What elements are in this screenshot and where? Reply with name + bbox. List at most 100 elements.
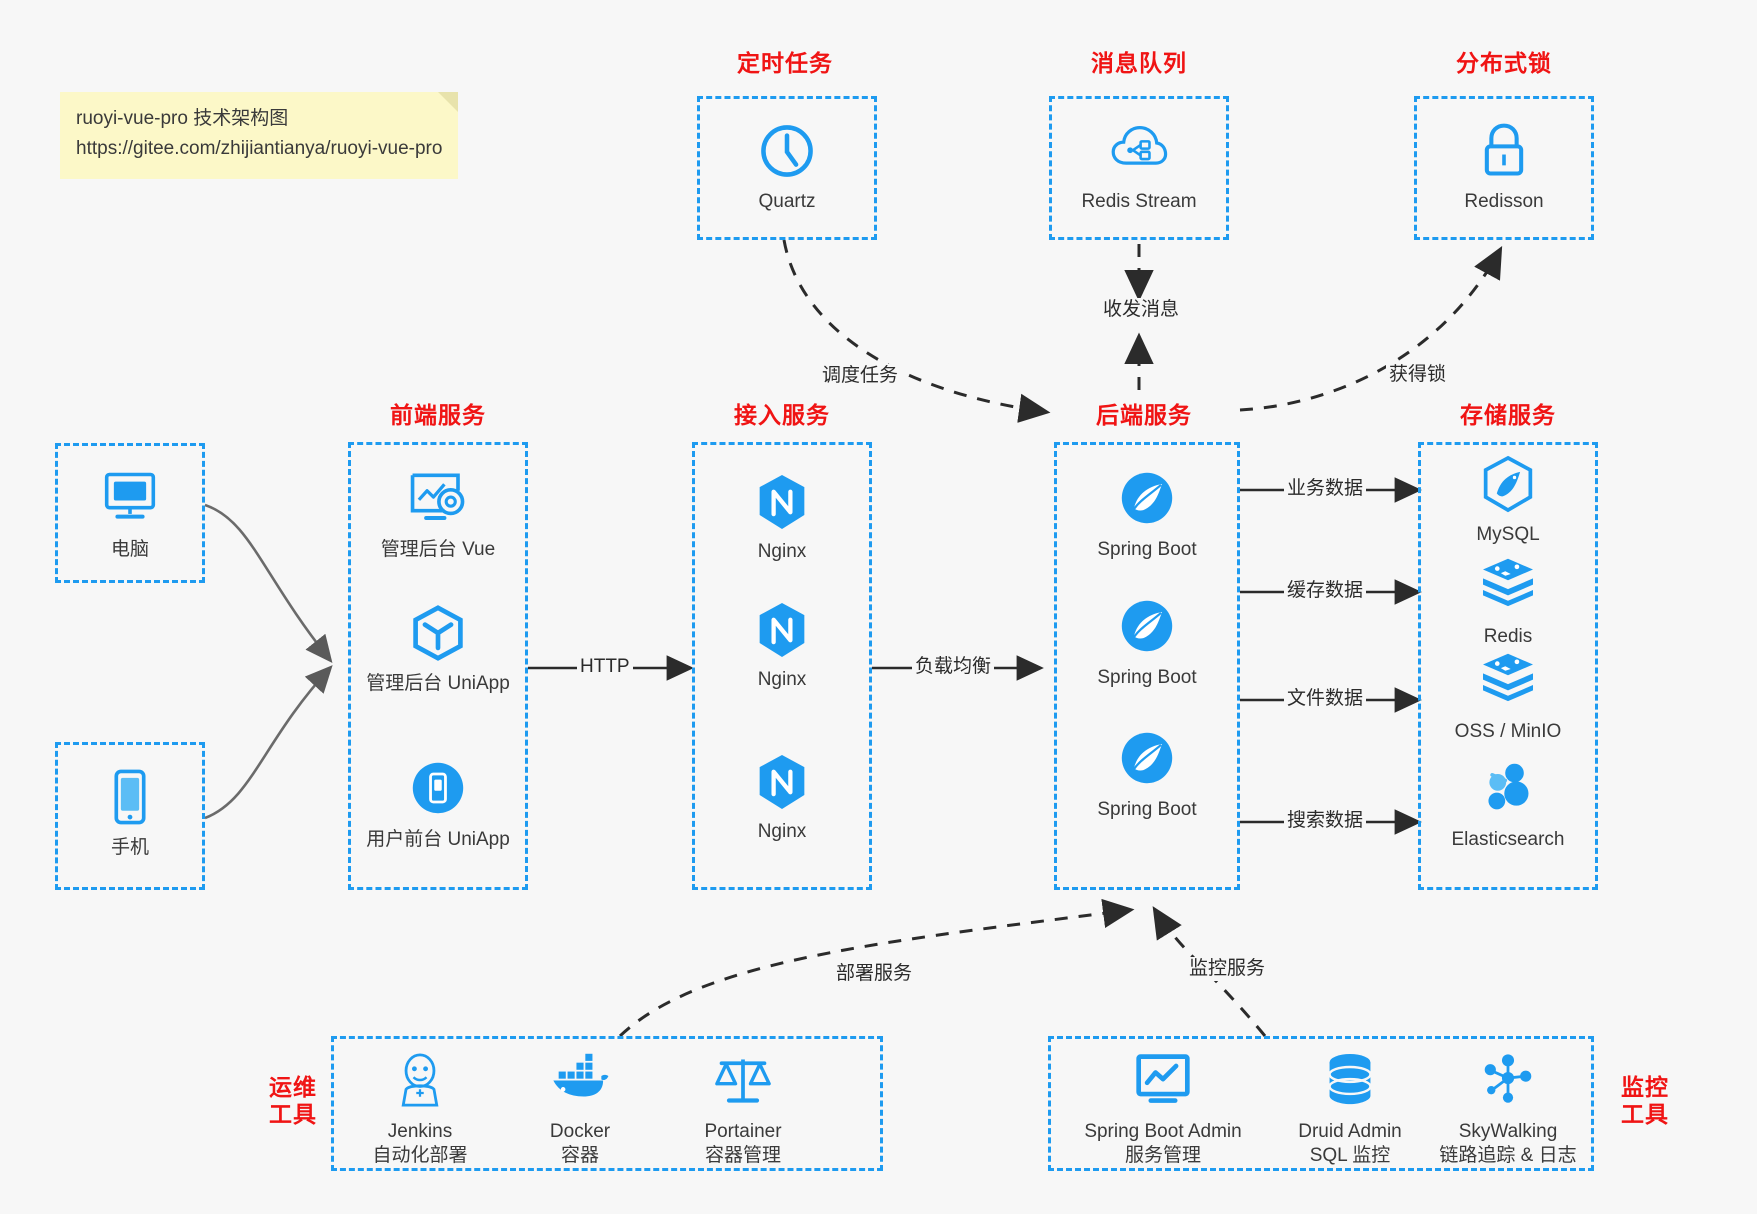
node-redisson[interactable]: Redisson xyxy=(1429,122,1579,214)
connector-label-http: HTTP xyxy=(577,655,633,679)
node-label: 电脑 xyxy=(110,539,149,560)
node-admin-uniapp[interactable]: 管理后台 UniApp xyxy=(363,604,513,696)
node-docker[interactable]: Docker 容器 xyxy=(505,1052,655,1169)
node-spring-boot-3[interactable]: Spring Boot xyxy=(1072,730,1222,822)
desktop-icon xyxy=(55,470,205,532)
node-spring-boot-admin[interactable]: Spring Boot Admin 服务管理 xyxy=(1068,1052,1258,1169)
node-label: 用户前台 UniApp xyxy=(366,829,510,850)
node-quartz[interactable]: Quartz xyxy=(712,122,862,214)
group-title-mq: 消息队列 xyxy=(1091,50,1187,76)
node-label: Docker xyxy=(549,1121,611,1142)
redis-stack-icon xyxy=(1433,557,1583,619)
node-label: Nginx xyxy=(757,541,807,562)
spring-leaf-icon xyxy=(1072,470,1222,532)
node-sublabel: 容器管理 xyxy=(704,1145,781,1167)
scales-icon xyxy=(668,1052,818,1114)
node-jenkins[interactable]: Jenkins 自动化部署 xyxy=(345,1052,495,1169)
node-label: 管理后台 UniApp xyxy=(366,673,510,694)
connector-label-file-data: 文件数据 xyxy=(1284,687,1367,711)
group-box-phone xyxy=(55,742,205,890)
node-nginx-3[interactable]: Nginx xyxy=(707,752,857,844)
database-icon xyxy=(1270,1052,1430,1114)
node-skywalking[interactable]: SkyWalking 链路追踪 & 日志 xyxy=(1428,1052,1588,1169)
node-pc[interactable]: 电脑 xyxy=(55,470,205,562)
node-spring-boot-1[interactable]: Spring Boot xyxy=(1072,470,1222,562)
connector-label-deploy-service: 部署服务 xyxy=(833,962,916,986)
mysql-dolphin-icon xyxy=(1433,455,1583,517)
node-oss-minio[interactable]: OSS / MinIO xyxy=(1433,652,1583,744)
note-url: https://gitee.com/zhijiantianya/ruoyi-vu… xyxy=(76,138,443,160)
node-nginx-1[interactable]: Nginx xyxy=(707,472,857,564)
group-box-mq xyxy=(1049,96,1229,240)
node-elasticsearch[interactable]: Elasticsearch xyxy=(1433,760,1583,852)
node-label: Spring Boot Admin xyxy=(1084,1121,1242,1142)
group-title-frontend: 前端服务 xyxy=(390,402,486,428)
diagram-note: ruoyi-vue-pro 技术架构图 https://gitee.com/zh… xyxy=(60,92,458,179)
node-label: Quartz xyxy=(758,191,816,212)
node-label: Elasticsearch xyxy=(1451,829,1565,850)
connector-label-search-data: 搜索数据 xyxy=(1284,809,1367,833)
node-user-uniapp[interactable]: 用户前台 UniApp xyxy=(363,760,513,852)
group-title-lock: 分布式锁 xyxy=(1456,50,1552,76)
node-nginx-2[interactable]: Nginx xyxy=(707,600,857,692)
group-title-monitor-line1: 监控 xyxy=(1621,1074,1669,1100)
connector-label-load-balance: 负载均衡 xyxy=(912,655,995,679)
node-label: 手机 xyxy=(110,837,149,858)
group-title-monitor-line2: 工具 xyxy=(1621,1101,1669,1128)
group-box-frontend xyxy=(348,442,528,890)
mobile-icon xyxy=(55,768,205,830)
node-label: 管理后台 Vue xyxy=(380,539,496,560)
connector-label-business-data: 业务数据 xyxy=(1284,477,1367,501)
group-box-lock xyxy=(1414,96,1594,240)
skywalking-node-icon xyxy=(1428,1052,1588,1114)
node-label: Redis xyxy=(1483,626,1533,647)
node-label: Spring Boot xyxy=(1097,539,1197,560)
group-box-scheduled xyxy=(697,96,877,240)
docker-whale-icon xyxy=(505,1052,655,1114)
phone-app-icon xyxy=(363,760,513,822)
node-druid-admin[interactable]: Druid Admin SQL 监控 xyxy=(1270,1052,1430,1169)
node-sublabel: 自动化部署 xyxy=(372,1145,468,1167)
group-box-storage xyxy=(1418,442,1598,890)
connector-label-acquire-lock: 获得锁 xyxy=(1386,363,1450,387)
node-admin-vue[interactable]: 管理后台 Vue xyxy=(363,470,513,562)
node-redis[interactable]: Redis xyxy=(1433,557,1583,649)
group-title-devops: 运维 工具 xyxy=(258,1074,328,1128)
group-box-devops xyxy=(331,1036,883,1171)
node-portainer[interactable]: Portainer 容器管理 xyxy=(668,1052,818,1169)
group-title-storage: 存储服务 xyxy=(1460,402,1556,428)
group-title-devops-line1: 运维 xyxy=(269,1074,317,1100)
note-title: ruoyi-vue-pro 技术架构图 xyxy=(76,108,289,129)
redis-stack-icon xyxy=(1433,652,1583,714)
node-label: Spring Boot xyxy=(1097,667,1197,688)
node-sublabel: 链路追踪 & 日志 xyxy=(1439,1145,1577,1167)
node-sublabel: 服务管理 xyxy=(1124,1145,1201,1167)
group-title-scheduled: 定时任务 xyxy=(737,50,833,76)
node-sublabel: SQL 监控 xyxy=(1309,1145,1391,1167)
node-redis-stream[interactable]: Redis Stream xyxy=(1064,122,1214,214)
cube-icon xyxy=(363,604,513,666)
node-sublabel: 容器 xyxy=(560,1145,599,1167)
group-box-pc xyxy=(55,443,205,583)
node-phone[interactable]: 手机 xyxy=(55,768,205,860)
group-box-gateway xyxy=(692,442,872,890)
nginx-icon xyxy=(707,600,857,662)
node-label: SkyWalking xyxy=(1458,1121,1558,1142)
note-fold-icon xyxy=(438,92,458,112)
node-mysql[interactable]: MySQL xyxy=(1433,455,1583,547)
node-label: Redis Stream xyxy=(1081,191,1197,212)
node-spring-boot-2[interactable]: Spring Boot xyxy=(1072,598,1222,690)
node-label: Spring Boot xyxy=(1097,799,1197,820)
node-label: Nginx xyxy=(757,821,807,842)
connector-label-schedule-task: 调度任务 xyxy=(819,364,902,388)
group-title-devops-line2: 工具 xyxy=(269,1101,317,1128)
monitor-chart-icon xyxy=(1068,1052,1258,1114)
spring-leaf-icon xyxy=(1072,730,1222,792)
lock-icon xyxy=(1429,122,1579,184)
node-label: Redisson xyxy=(1464,191,1544,212)
elasticsearch-icon xyxy=(1433,760,1583,822)
node-label: Portainer xyxy=(704,1121,782,1142)
node-label: Nginx xyxy=(757,669,807,690)
spring-leaf-icon xyxy=(1072,598,1222,660)
nginx-icon xyxy=(707,472,857,534)
